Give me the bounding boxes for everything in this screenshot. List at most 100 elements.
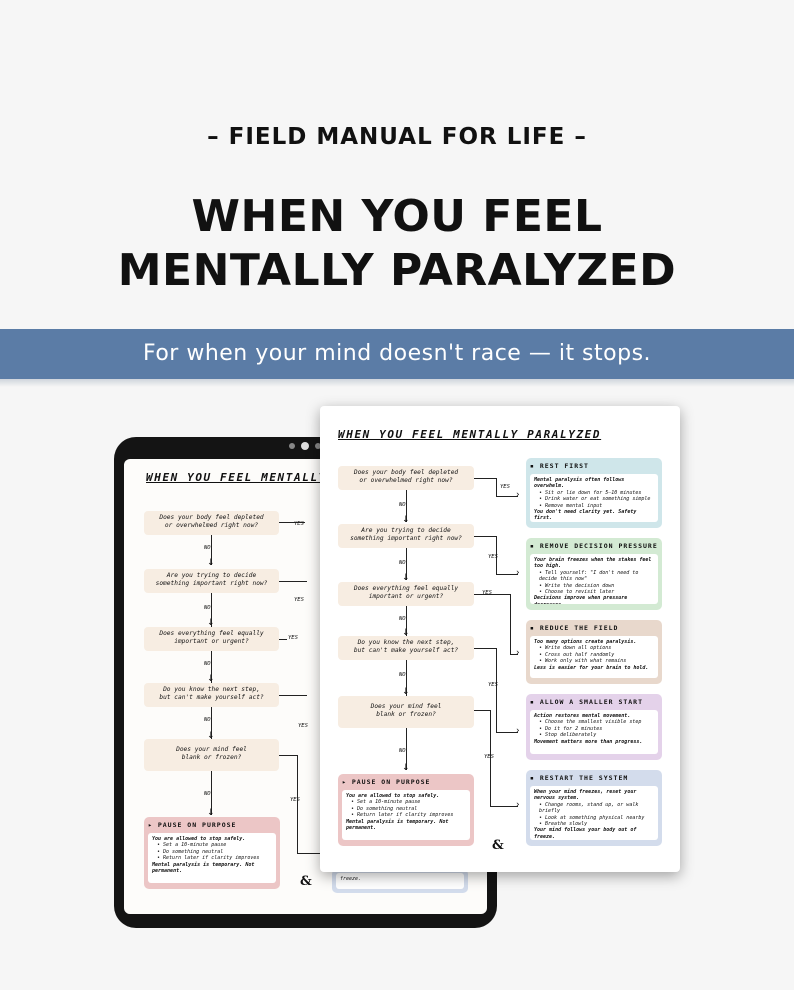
camera-dot [315,443,321,449]
connector [496,648,497,732]
yes-label: YES [294,521,304,527]
arrow-down-icon: ↓ [207,731,215,741]
pause-title: ▸ PAUSE ON PURPOSE [342,778,431,786]
arrow-down-icon: ↓ [207,558,215,568]
connector [510,594,511,654]
result-card-rest: ▪ REST FIRST Mental paralysis often foll… [526,458,662,528]
arrow-down-icon: ↓ [402,628,410,638]
no-label: NO [399,616,406,622]
connector [496,496,518,497]
yes-label: YES [484,754,494,760]
connector [406,728,407,770]
yes-label: YES [298,723,308,729]
connector [297,853,327,854]
connector [496,574,518,575]
title-line-1: WHEN YOU FEEL [191,191,603,242]
yes-label: YES [488,554,498,560]
pause-body: You are allowed to stop safely. • Set a … [342,790,470,840]
result-body: Mental paralysis often follows overwhelm… [530,474,658,522]
yes-label: YES [482,590,492,596]
arrow-down-icon: ↓ [402,515,410,525]
arrow-right-icon: › [516,726,520,736]
sheet-title: WHEN YOU FEEL MENTALLY PARALYZED [338,428,602,441]
connector [211,707,212,741]
tagline: For when your mind doesn't race — it sto… [142,341,652,366]
arrow-down-icon: ↓ [207,674,215,684]
result-title: ▪ REDUCE THE FIELD [530,624,619,632]
arrow-down-icon: ↓ [207,618,215,628]
no-label: NO [399,502,406,508]
page-title: WHEN YOU FEEL MENTALLY PARALYZED [0,190,794,298]
yes-label: YES [288,635,298,641]
arrow-down-icon: ↓ [402,687,410,697]
tagline-band: For when your mind doesn't race — it sto… [0,329,794,379]
result-body: Too many options create paralysis. • Wri… [530,636,658,678]
result-card-reduce: ▪ REDUCE THE FIELD Too many options crea… [526,620,662,684]
band-shadow [0,379,794,387]
title-line-2: MENTALLY PARALYZED [117,245,677,296]
result-title: ▪ REMOVE DECISION PRESSURE [530,542,658,550]
pause-title: ▸ PAUSE ON PURPOSE [148,821,237,829]
arrow-right-icon: › [516,648,520,658]
printed-sheet: WHEN YOU FEEL MENTALLY PARALYZED Does yo… [320,406,680,872]
connector [474,710,490,711]
connector [490,710,491,806]
pause-card: ▸ PAUSE ON PURPOSE You are allowed to st… [338,774,474,846]
connector [297,755,298,853]
connector [279,522,305,523]
partial-result-card: freeze. [332,869,468,893]
connector [406,490,407,522]
connector [496,732,518,733]
result-card-smaller-start: ▪ ALLOW A SMALLER START Action restores … [526,694,662,760]
no-label: NO [204,717,211,723]
kicker: – FIELD MANUAL FOR LIFE – [207,124,587,150]
connector [406,606,407,636]
yes-label: YES [290,797,300,803]
pause-body: You are allowed to stop safely. • Set a … [148,833,276,883]
arrow-down-icon: ↓ [402,573,410,583]
connector [474,648,496,649]
brand-logo: & [492,838,504,853]
connector [279,581,307,582]
connector [474,478,496,479]
camera-dot [301,442,309,450]
connector [279,695,307,696]
connector [279,755,297,756]
connector [474,594,510,595]
connector [490,806,518,807]
connector [211,771,212,815]
question-box: Do you know the next step,but can't make… [338,636,474,660]
yes-label: YES [294,597,304,603]
connector [211,651,212,683]
result-body: When your mind freezes, reset your nervo… [530,786,658,840]
connector [510,654,518,655]
camera-dot [289,443,295,449]
result-title: ▪ ALLOW A SMALLER START [530,698,644,706]
result-body: Action restores mental movement. • Choos… [530,710,658,754]
yes-label: YES [488,682,498,688]
arrow-down-icon: ↓ [207,808,215,818]
connector [406,548,407,580]
yes-label: YES [500,484,510,490]
no-label: NO [204,661,211,667]
no-label: NO [399,560,406,566]
question-box: Do you know the next step,but can't make… [144,683,279,707]
result-title: ▪ REST FIRST [530,462,589,470]
result-title: ▪ RESTART THE SYSTEM [530,774,629,782]
no-label: NO [399,748,406,754]
arrow-right-icon: › [516,568,520,578]
connector [279,639,287,640]
brand-logo: & [300,874,312,889]
connector [406,660,407,696]
arrow-right-icon: › [516,800,520,810]
result-card-decision: ▪ REMOVE DECISION PRESSURE Your brain fr… [526,538,662,610]
no-label: NO [204,791,211,797]
no-label: NO [204,605,211,611]
connector [474,536,496,537]
